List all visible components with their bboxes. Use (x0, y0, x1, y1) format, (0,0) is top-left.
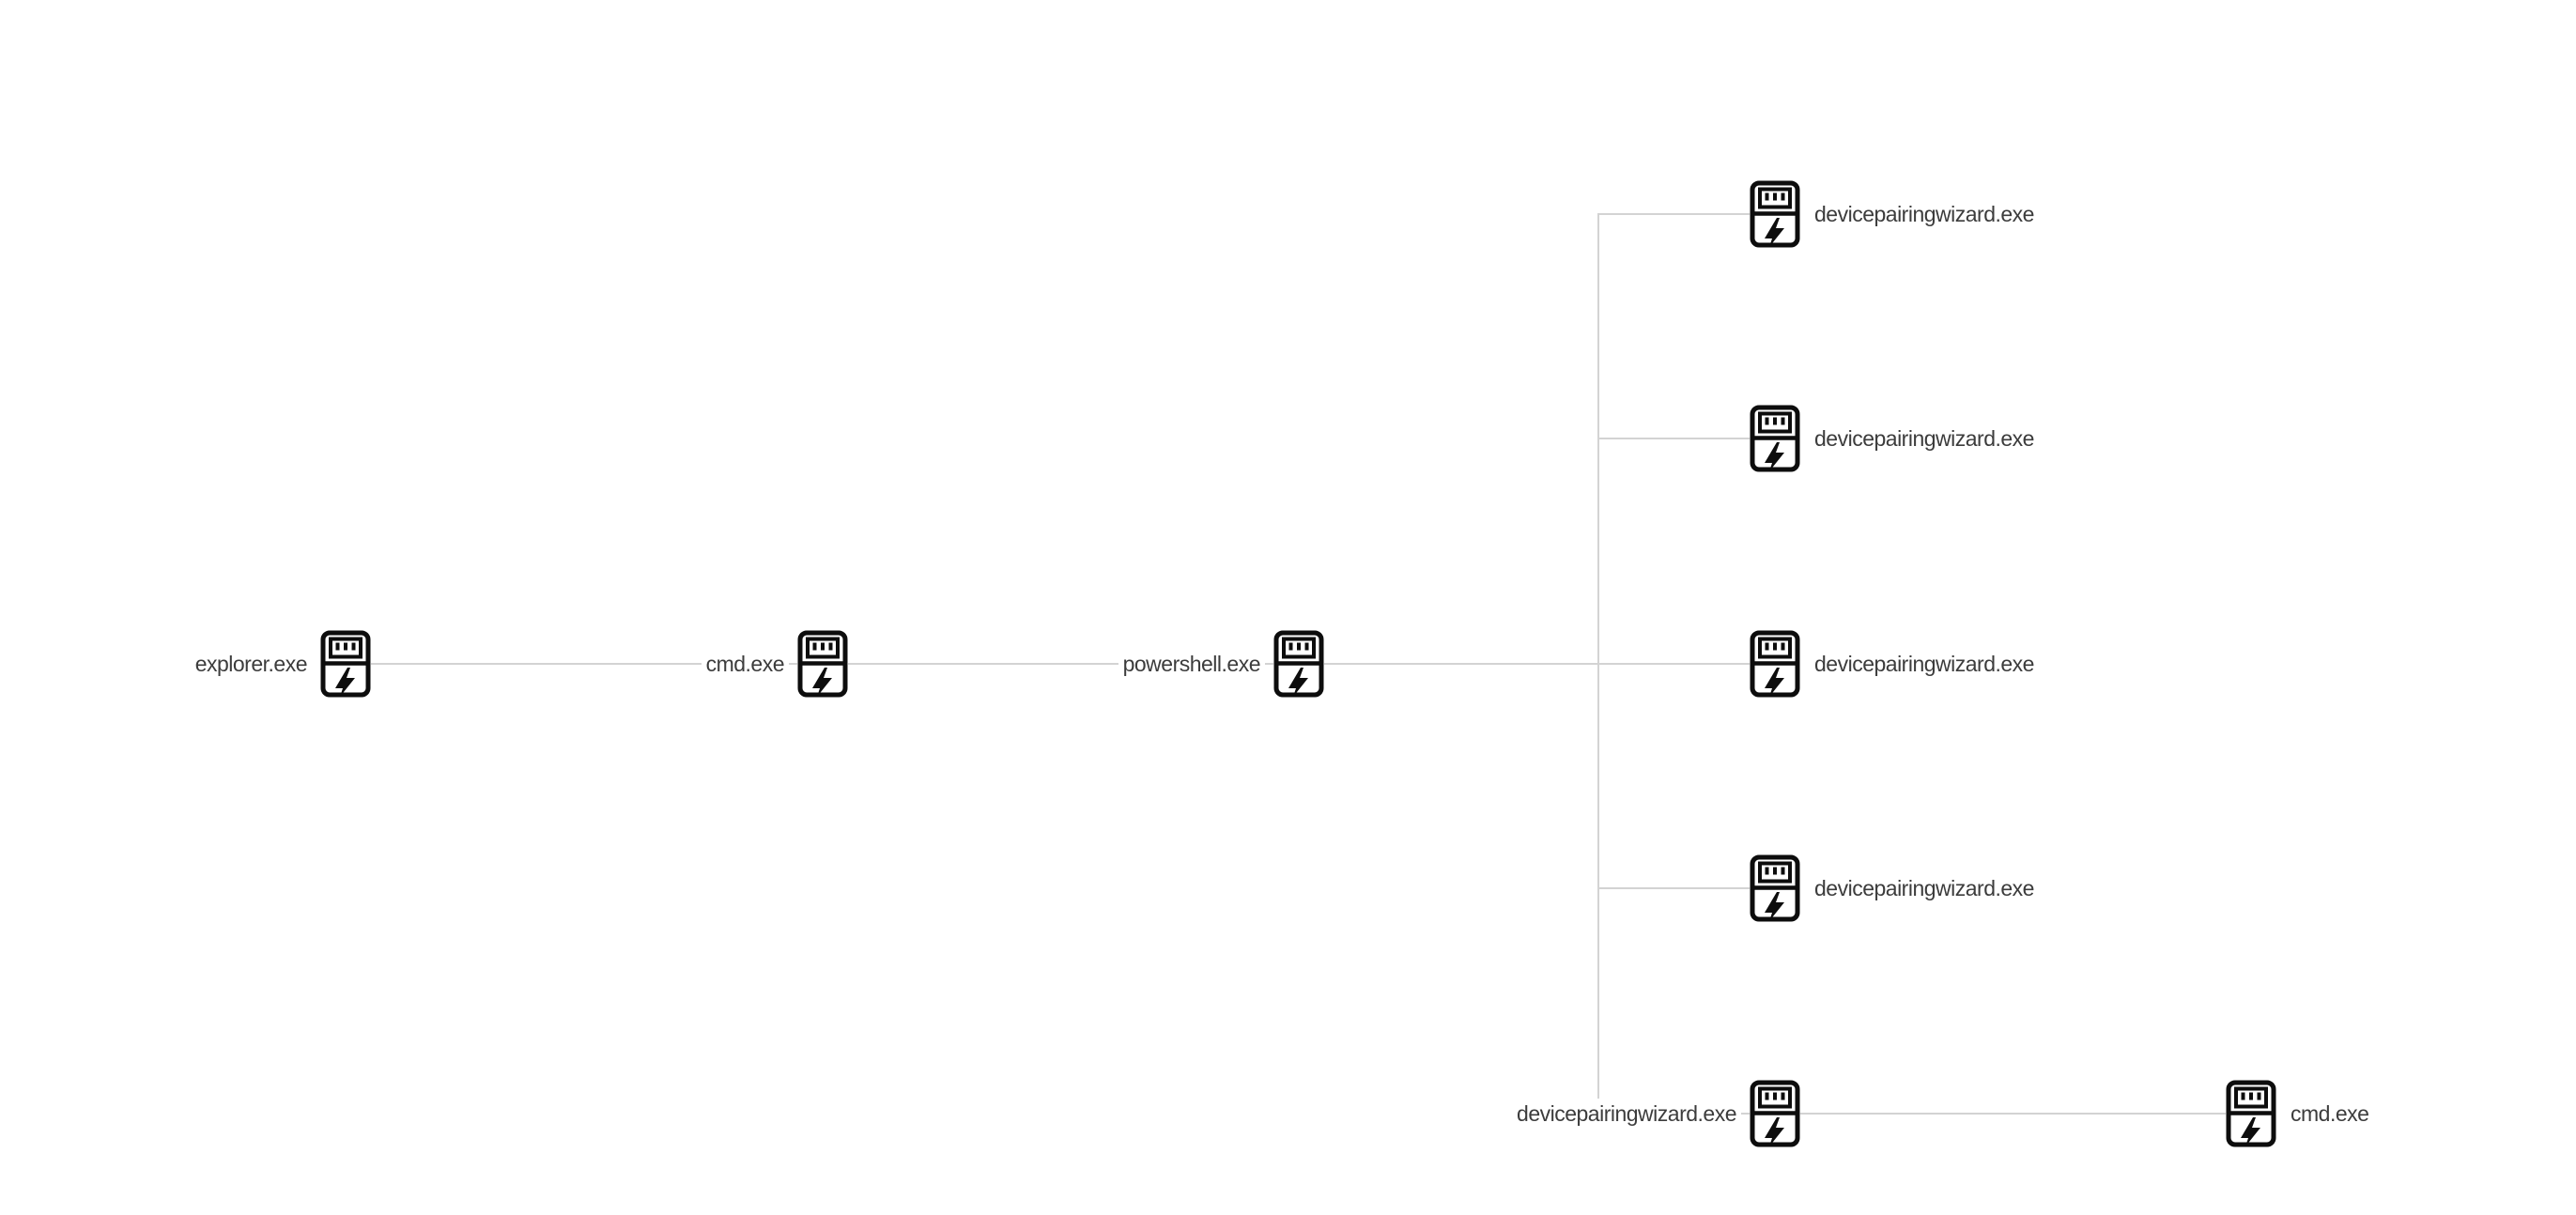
process-executable-icon[interactable] (797, 630, 848, 698)
process-node-label: devicepairingwizard.exe (1810, 649, 2039, 679)
process-executable-icon[interactable] (1750, 630, 1800, 698)
process-executable-icon[interactable] (1273, 630, 1324, 698)
process-node-label: cmd.exe (2286, 1099, 2374, 1129)
process-node-label: devicepairingwizard.exe (1810, 423, 2039, 454)
edge-line (1597, 213, 1599, 1115)
process-node-label: devicepairingwizard.exe (1810, 199, 2039, 229)
process-executable-icon[interactable] (1750, 405, 1800, 472)
process-node-label: powershell.exe (1118, 649, 1265, 679)
process-node-label: devicepairingwizard.exe (1512, 1099, 1741, 1129)
process-node-label: devicepairingwizard.exe (1810, 873, 2039, 903)
process-executable-icon[interactable] (1750, 180, 1800, 248)
edge-line (346, 663, 823, 665)
edge-line (1775, 1113, 2251, 1115)
process-executable-icon[interactable] (320, 630, 371, 698)
edge-line (1299, 663, 1775, 665)
process-executable-icon[interactable] (2226, 1080, 2276, 1147)
process-node-label: explorer.exe (190, 649, 312, 679)
edge-line (1597, 438, 1775, 439)
process-executable-icon[interactable] (1750, 854, 1800, 922)
process-executable-icon[interactable] (1750, 1080, 1800, 1147)
edge-line (823, 663, 1299, 665)
process-node-label: cmd.exe (701, 649, 789, 679)
edge-line (1597, 213, 1775, 215)
edge-line (1597, 887, 1775, 889)
